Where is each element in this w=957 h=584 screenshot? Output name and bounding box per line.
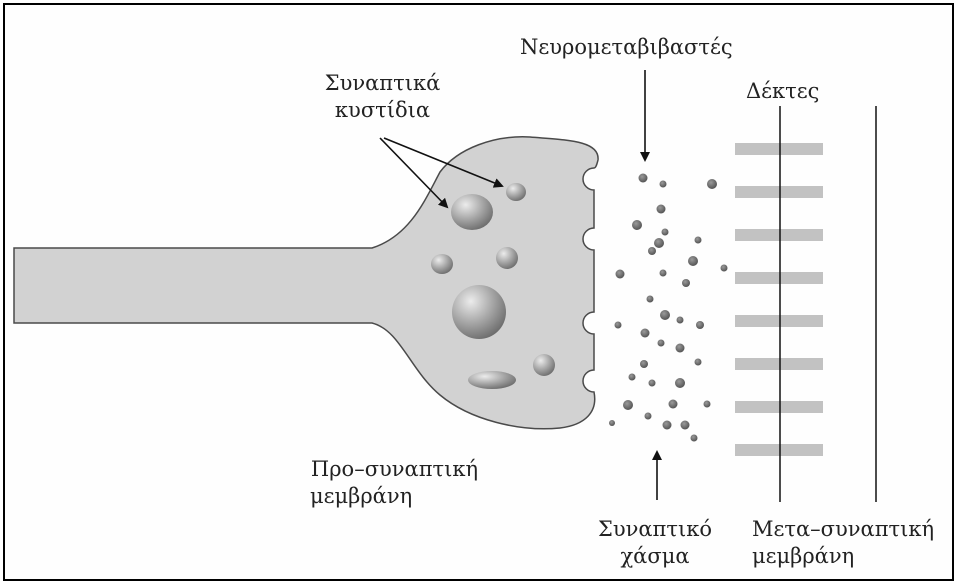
molecule <box>688 256 698 266</box>
molecule <box>616 270 625 279</box>
vesicle <box>533 354 555 376</box>
receptor <box>735 401 823 413</box>
receptor <box>735 272 823 284</box>
molecule <box>677 317 684 324</box>
receptor <box>735 444 823 456</box>
receptor <box>735 315 823 327</box>
vesicle <box>496 247 518 269</box>
molecule <box>645 413 652 420</box>
postsynaptic-membrane-label: Μετα–συναπτική μεμβράνη <box>752 516 934 570</box>
molecule <box>675 378 685 388</box>
receptor <box>735 143 823 155</box>
molecule <box>632 220 642 230</box>
receptors-label: Δέκτες <box>746 78 819 105</box>
molecule <box>609 420 615 426</box>
receptor <box>735 229 823 241</box>
receptors <box>735 143 823 456</box>
molecule <box>615 322 622 329</box>
molecule <box>695 237 702 244</box>
molecule <box>629 374 636 381</box>
molecule <box>649 380 656 387</box>
molecule <box>695 359 702 366</box>
cleft-label-line2: χάσμα <box>585 543 725 570</box>
molecule <box>648 247 656 255</box>
molecule <box>623 400 633 410</box>
molecule <box>704 401 711 408</box>
molecule <box>657 205 666 214</box>
receptor <box>735 186 823 198</box>
molecule <box>660 270 667 277</box>
neurotransmitters-label: Νευρομεταβιβαστές <box>520 34 733 61</box>
molecule <box>681 421 690 430</box>
molecule <box>707 179 717 189</box>
molecule <box>696 321 704 329</box>
molecule <box>691 435 698 442</box>
presynaptic-label-line2: μεμβράνη <box>292 483 497 510</box>
molecule <box>660 310 670 320</box>
synaptic-cleft-label: Συναπτικό χάσμα <box>585 516 725 570</box>
molecule <box>676 344 685 353</box>
vesicle-arrow-left <box>380 138 447 207</box>
molecule <box>669 400 678 409</box>
postsynaptic-label-line2: μεμβράνη <box>752 543 934 570</box>
vesicle <box>506 183 526 201</box>
presynaptic-label-line1: Προ–συναπτική <box>292 456 497 483</box>
molecule <box>658 340 665 347</box>
vesicle <box>431 254 453 274</box>
vesicles-label: Συναπτικά κυστίδια <box>300 70 465 124</box>
postsynaptic-label-line1: Μετα–συναπτική <box>752 516 934 543</box>
molecule <box>721 265 728 272</box>
molecule <box>640 360 648 368</box>
presynaptic-membrane-label: Προ–συναπτική μεμβράνη <box>292 456 497 510</box>
vesicles-label-line2: κυστίδια <box>300 97 465 124</box>
molecule <box>682 279 690 287</box>
molecule <box>641 329 650 338</box>
vesicles-label-line1: Συναπτικά <box>300 70 465 97</box>
molecule <box>639 174 648 183</box>
vesicle <box>468 371 516 389</box>
molecule <box>663 421 672 430</box>
molecule <box>662 229 669 236</box>
molecule <box>647 296 654 303</box>
cleft-label-line1: Συναπτικό <box>585 516 725 543</box>
receptor <box>735 358 823 370</box>
molecule <box>660 181 667 188</box>
neurotransmitter-molecules <box>609 174 728 442</box>
vesicle <box>452 285 506 339</box>
molecule <box>654 238 664 248</box>
vesicle <box>451 194 493 230</box>
